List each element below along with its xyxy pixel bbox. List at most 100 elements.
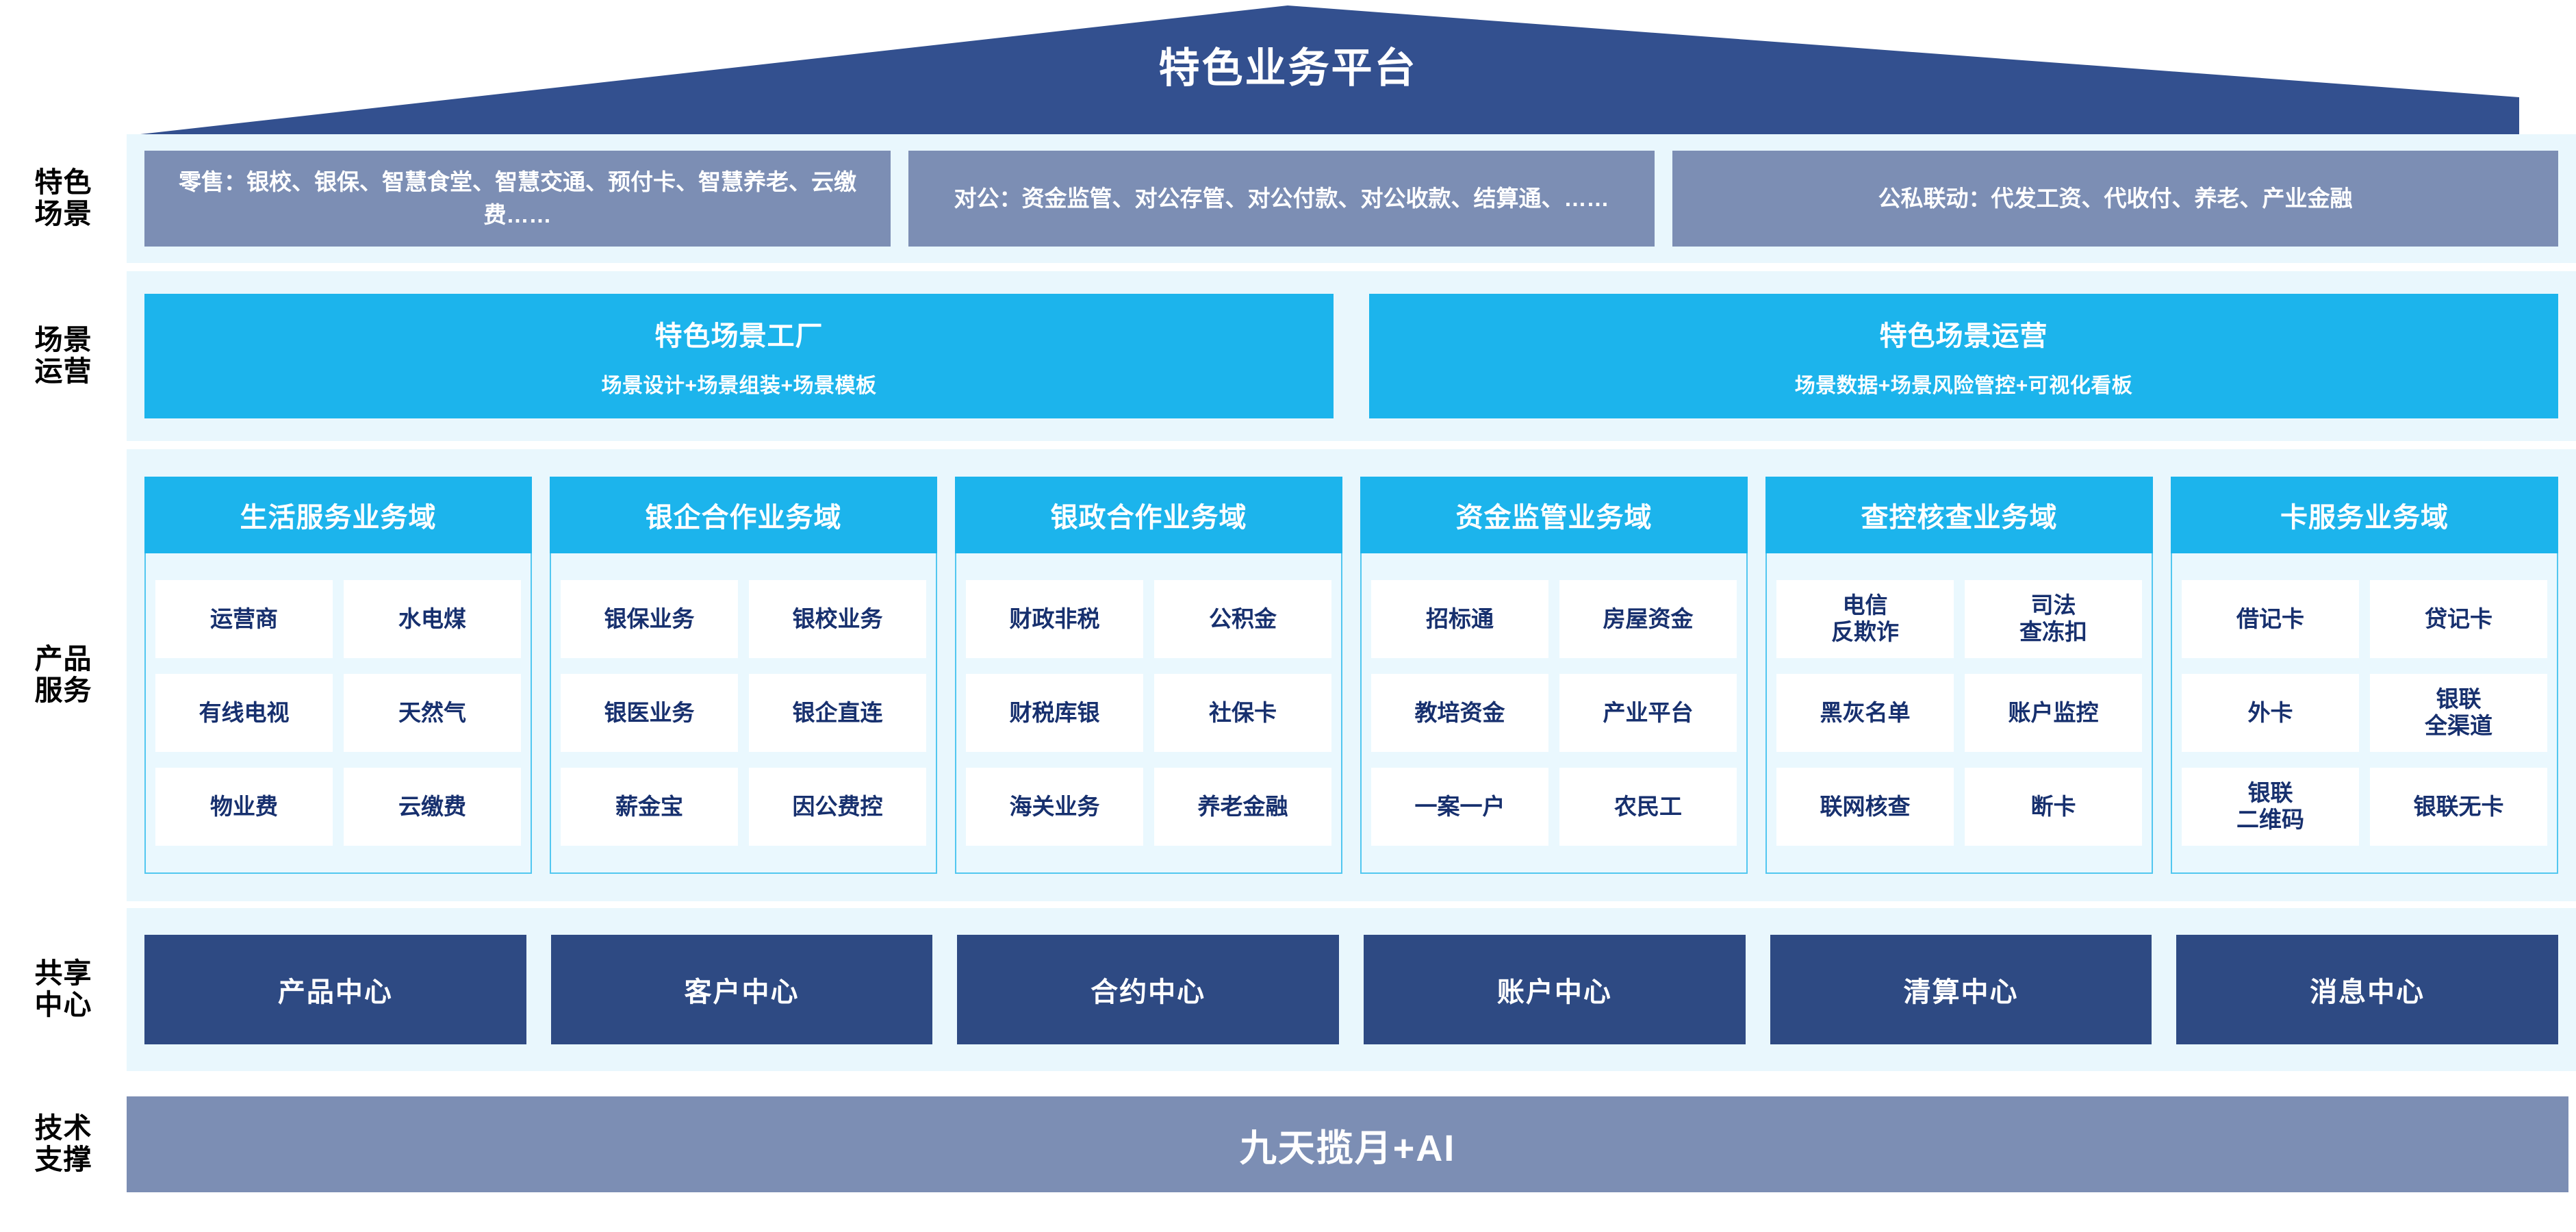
domain-item-grid: 银保业务银校业务银医业务银企直连薪金宝因公费控 [550, 553, 937, 874]
domain-item-chip[interactable]: 联网核查 [1776, 768, 1954, 846]
domain-title: 卡服务业务域 [2171, 477, 2558, 553]
scene-box-public-private[interactable]: 公私联动：代发工资、代收付、养老、产业金融 [1672, 151, 2558, 247]
domain-item-chip[interactable]: 云缴费 [344, 768, 521, 846]
domain-item-row: 薪金宝因公费控 [561, 768, 926, 846]
domain-item-chip[interactable]: 账户监控 [1965, 674, 2142, 752]
domain-item-chip[interactable]: 银联 全渠道 [2370, 674, 2547, 752]
domain-item-grid: 电信 反欺诈司法 查冻扣黑灰名单账户监控联网核查断卡 [1765, 553, 2153, 874]
domain-item-row: 财税库银社保卡 [966, 674, 1331, 752]
domain-item-chip[interactable]: 财税库银 [966, 674, 1143, 752]
row-tech-support: 技术 支撑 九天揽月+AI [0, 1081, 2576, 1208]
domain-item-row: 黑灰名单账户监控 [1776, 674, 2142, 752]
domain-item-chip[interactable]: 断卡 [1965, 768, 2142, 846]
domain-column[interactable]: 银政合作业务域财政非税公积金财税库银社保卡海关业务养老金融 [955, 477, 1342, 874]
row-scene: 特色 场景 零售：银校、银保、智慧食堂、智慧交通、预付卡、智慧养老、云缴费…… … [0, 134, 2576, 263]
page-title: 特色业务平台 [1158, 45, 1418, 91]
domain-title: 资金监管业务域 [1360, 477, 1748, 553]
shared-center-box[interactable]: 客户中心 [550, 935, 933, 1044]
architecture-layout: 特色 场景 零售：银校、银保、智慧食堂、智慧交通、预付卡、智慧养老、云缴费…… … [0, 134, 2576, 1232]
scene-box-retail[interactable]: 零售：银校、银保、智慧食堂、智慧交通、预付卡、智慧养老、云缴费…… [144, 151, 891, 247]
domain-item-chip[interactable]: 银医业务 [561, 674, 738, 752]
domain-item-chip[interactable]: 养老金融 [1154, 768, 1331, 846]
domain-item-grid: 借记卡贷记卡外卡银联 全渠道银联 二维码银联无卡 [2171, 553, 2558, 874]
row-shared-centers: 共享 中心 产品中心客户中心合约中心账户中心清算中心消息中心 [0, 908, 2576, 1071]
domain-item-chip[interactable]: 海关业务 [966, 768, 1143, 846]
tech-support-panel: 九天揽月+AI [127, 1081, 2576, 1208]
row-label-operations: 场景 运营 [34, 324, 92, 387]
shared-centers-panel: 产品中心客户中心合约中心账户中心清算中心消息中心 [127, 908, 2576, 1071]
domain-item-row: 一案一户农民工 [1371, 768, 1737, 846]
domain-column[interactable]: 资金监管业务域招标通房屋资金教培资金产业平台一案一户农民工 [1360, 477, 1748, 874]
domain-item-row: 物业费云缴费 [155, 768, 521, 846]
shared-center-box[interactable]: 消息中心 [2176, 935, 2559, 1044]
domain-item-chip[interactable]: 物业费 [155, 768, 333, 846]
products-panel: 生活服务业务域运营商水电煤有线电视天然气物业费云缴费银企合作业务域银保业务银校业… [127, 449, 2576, 901]
domain-item-chip[interactable]: 外卡 [2182, 674, 2359, 752]
domain-column[interactable]: 生活服务业务域运营商水电煤有线电视天然气物业费云缴费 [144, 477, 532, 874]
domain-item-row: 银联 二维码银联无卡 [2182, 768, 2547, 846]
domain-item-chip[interactable]: 银联 二维码 [2182, 768, 2359, 846]
domain-item-chip[interactable]: 房屋资金 [1559, 580, 1737, 658]
domain-column[interactable]: 查控核查业务域电信 反欺诈司法 查冻扣黑灰名单账户监控联网核查断卡 [1765, 477, 2153, 874]
domain-title: 查控核查业务域 [1765, 477, 2153, 553]
domain-item-chip[interactable]: 运营商 [155, 580, 333, 658]
domain-item-chip[interactable]: 农民工 [1559, 768, 1737, 846]
domain-item-chip[interactable]: 银联无卡 [2370, 768, 2547, 846]
domain-item-chip[interactable]: 公积金 [1154, 580, 1331, 658]
shared-center-box[interactable]: 账户中心 [1364, 935, 1746, 1044]
domain-item-chip[interactable]: 招标通 [1371, 580, 1548, 658]
domain-item-row: 有线电视天然气 [155, 674, 521, 752]
row-operations: 场景 运营 特色场景工厂 场景设计+场景组装+场景模板 特色场景运营 场景数据+… [0, 271, 2576, 441]
domain-item-chip[interactable]: 借记卡 [2182, 580, 2359, 658]
domain-column[interactable]: 银企合作业务域银保业务银校业务银医业务银企直连薪金宝因公费控 [550, 477, 937, 874]
domain-item-row: 电信 反欺诈司法 查冻扣 [1776, 580, 2142, 658]
domain-item-chip[interactable]: 产业平台 [1559, 674, 1737, 752]
domain-item-chip[interactable]: 天然气 [344, 674, 521, 752]
domain-item-grid: 运营商水电煤有线电视天然气物业费云缴费 [144, 553, 532, 874]
domain-item-chip[interactable]: 银校业务 [749, 580, 926, 658]
domain-item-chip[interactable]: 水电煤 [344, 580, 521, 658]
domain-item-row: 银医业务银企直连 [561, 674, 926, 752]
domain-item-row: 运营商水电煤 [155, 580, 521, 658]
shared-center-box[interactable]: 清算中心 [1770, 935, 2152, 1044]
shared-center-box[interactable]: 合约中心 [957, 935, 1340, 1044]
domain-item-chip[interactable]: 教培资金 [1371, 674, 1548, 752]
domain-item-grid: 财政非税公积金财税库银社保卡海关业务养老金融 [955, 553, 1342, 874]
domain-item-chip[interactable]: 因公费控 [749, 768, 926, 846]
operations-panel: 特色场景工厂 场景设计+场景组装+场景模板 特色场景运营 场景数据+场景风险管控… [127, 271, 2576, 441]
tech-support-bar[interactable]: 九天揽月+AI [127, 1096, 2568, 1192]
domain-item-chip[interactable]: 黑灰名单 [1776, 674, 1954, 752]
ops-subtitle-scene-factory: 场景设计+场景组装+场景模板 [601, 375, 877, 397]
ops-box-scene-operation[interactable]: 特色场景运营 场景数据+场景风险管控+可视化看板 [1369, 294, 2558, 418]
domain-item-chip[interactable]: 银企直连 [749, 674, 926, 752]
domain-item-row: 招标通房屋资金 [1371, 580, 1737, 658]
domain-item-chip[interactable]: 一案一户 [1371, 768, 1548, 846]
row-label-scene: 特色 场景 [34, 166, 92, 229]
domain-title: 银政合作业务域 [955, 477, 1342, 553]
domain-item-chip[interactable]: 薪金宝 [561, 768, 738, 846]
domain-item-chip[interactable]: 有线电视 [155, 674, 333, 752]
domain-item-chip[interactable]: 财政非税 [966, 580, 1143, 658]
domain-item-row: 财政非税公积金 [966, 580, 1331, 658]
ops-title-scene-operation: 特色场景运营 [1879, 321, 2048, 351]
ops-title-scene-factory: 特色场景工厂 [654, 321, 824, 351]
ops-box-scene-factory[interactable]: 特色场景工厂 场景设计+场景组装+场景模板 [144, 294, 1334, 418]
domain-item-chip[interactable]: 银保业务 [561, 580, 738, 658]
domain-item-chip[interactable]: 司法 查冻扣 [1965, 580, 2142, 658]
scene-box-corporate[interactable]: 对公：资金监管、对公存管、对公付款、对公收款、结算通、…… [908, 151, 1655, 247]
row-label-shared-centers: 共享 中心 [34, 957, 92, 1020]
row-label-products: 产品 服务 [34, 643, 92, 706]
domain-item-chip[interactable]: 电信 反欺诈 [1776, 580, 1954, 658]
domain-item-chip[interactable]: 贷记卡 [2370, 580, 2547, 658]
domain-item-chip[interactable]: 社保卡 [1154, 674, 1331, 752]
shared-center-box[interactable]: 产品中心 [144, 935, 526, 1044]
domain-column[interactable]: 卡服务业务域借记卡贷记卡外卡银联 全渠道银联 二维码银联无卡 [2171, 477, 2558, 874]
domain-title: 银企合作业务域 [550, 477, 937, 553]
domain-item-row: 借记卡贷记卡 [2182, 580, 2547, 658]
domain-title: 生活服务业务域 [144, 477, 532, 553]
domain-item-grid: 招标通房屋资金教培资金产业平台一案一户农民工 [1360, 553, 1748, 874]
roof-shape-icon [140, 5, 2519, 134]
scene-panel: 零售：银校、银保、智慧食堂、智慧交通、预付卡、智慧养老、云缴费…… 对公：资金监… [127, 134, 2576, 263]
domain-item-row: 海关业务养老金融 [966, 768, 1331, 846]
domain-item-row: 教培资金产业平台 [1371, 674, 1737, 752]
